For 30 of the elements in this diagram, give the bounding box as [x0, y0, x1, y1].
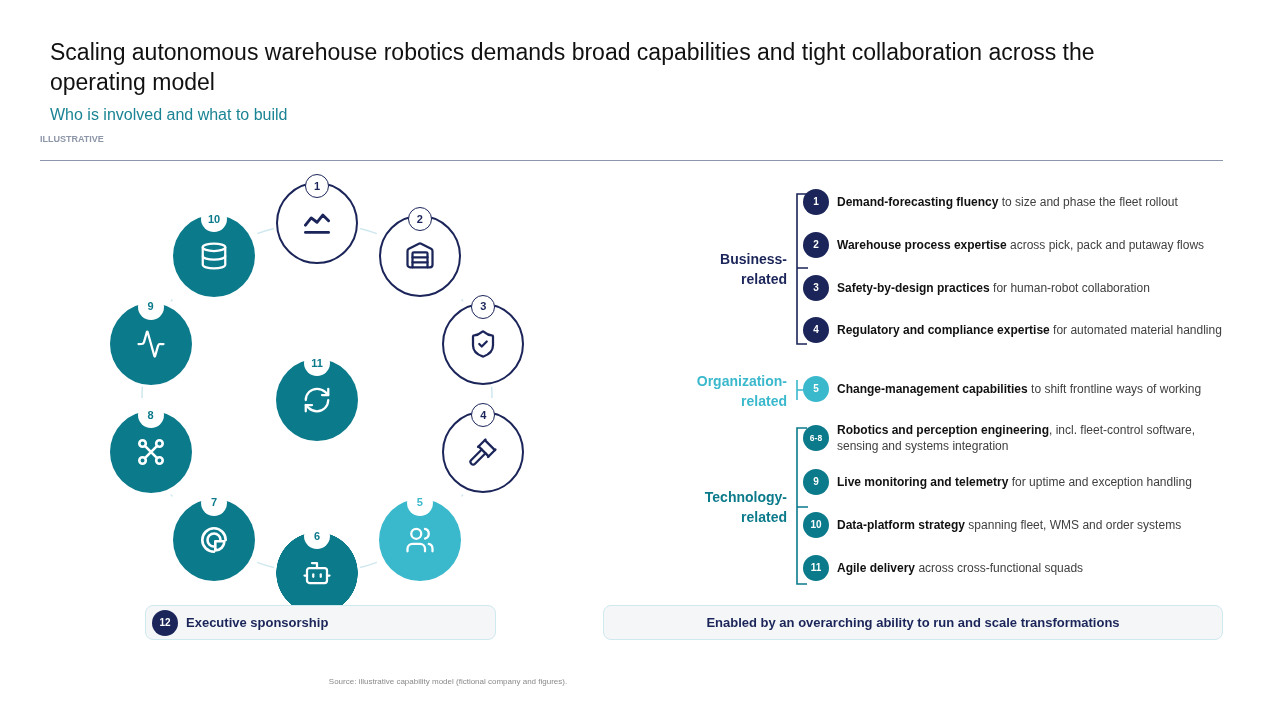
bar-text: Enabled by an overarching ability to run and scale transformations: [706, 613, 1120, 632]
capability-description: Demand-forecasting fluency to size and phase the fleet rollout: [837, 194, 1178, 210]
slide-title: Scaling autonomous warehouse robotics demands broad capabilities and tight collaboration across the operating model: [50, 38, 1096, 97]
number-badge: 4: [471, 403, 496, 428]
connector-arc: [256, 227, 275, 235]
group-label: Technology-related: [703, 488, 787, 527]
group-label: Business-related: [719, 250, 787, 289]
source-note: Source: illustrative capability model (fictional company and figures).: [328, 677, 568, 687]
number-badge: 1: [305, 174, 329, 198]
capability-description: Robotics and perception engineering, incl. fleet-control software, sensing and systems integration: [837, 422, 1197, 454]
capability-description: Regulatory and compliance expertise for automated material handling: [837, 322, 1222, 338]
connector-arc: [359, 227, 378, 235]
illustrative-tag: ILLUSTRATIVE: [40, 133, 104, 145]
capability-description: Agile delivery across cross-functional squads: [837, 560, 1084, 576]
capability-description: Change-management capabilities to shift frontline ways of working: [837, 381, 1202, 397]
summary-bar: [603, 605, 1223, 640]
slide-subtitle: Who is involved and what to build: [50, 105, 288, 125]
connector-arc: [490, 385, 493, 399]
group-label: Organization-related: [695, 372, 787, 411]
number-badge: 3: [471, 294, 496, 319]
bar-text: Executive sponsorship: [186, 613, 329, 632]
capability-description: Safety-by-design practices for human-robot collaboration: [837, 280, 1150, 296]
summary-bar: [145, 605, 496, 640]
connector-arc: [141, 385, 144, 399]
capability-description: Warehouse process expertise across pick, pack and putaway flows: [837, 237, 1205, 253]
connector-arc: [256, 561, 275, 569]
capability-description: Live monitoring and telemetry for uptime and exception handling: [837, 474, 1192, 490]
capability-description: Data-platform strategy spanning fleet, WMS and order systems: [837, 517, 1182, 533]
number-badge: 2: [407, 207, 432, 232]
connector-arc: [359, 561, 378, 569]
